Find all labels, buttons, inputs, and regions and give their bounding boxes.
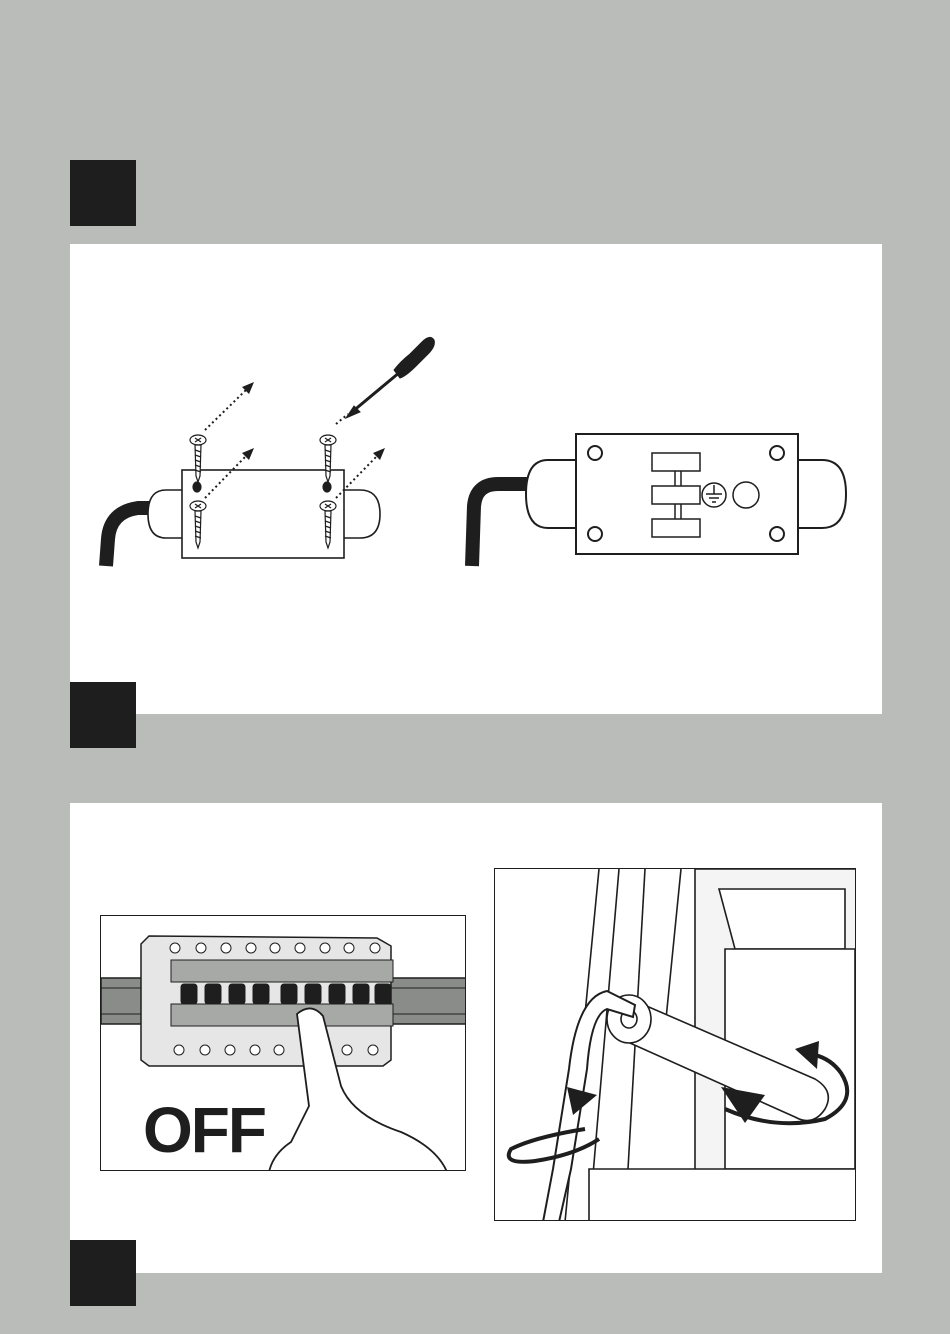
instruction-panel-1: [70, 244, 882, 714]
junction-box-closed: [106, 470, 380, 566]
hex-key-illustration: [495, 869, 856, 1221]
step-2-marker: [70, 682, 136, 748]
screwdriver-icon: [346, 337, 434, 418]
terminal-block-icon: [652, 453, 700, 537]
arrow-heads: [242, 382, 385, 460]
step-3-marker: [70, 1240, 136, 1306]
off-label: OFF: [143, 1094, 265, 1166]
breaker-panel-frame: OFF: [100, 915, 466, 1171]
step-1-marker: [70, 160, 136, 226]
instruction-panel-2: OFF: [70, 803, 882, 1273]
hex-key-frame: [494, 868, 856, 1221]
junction-box-illustrations: [70, 244, 882, 714]
circuit-breaker-icon: OFF: [101, 916, 466, 1171]
